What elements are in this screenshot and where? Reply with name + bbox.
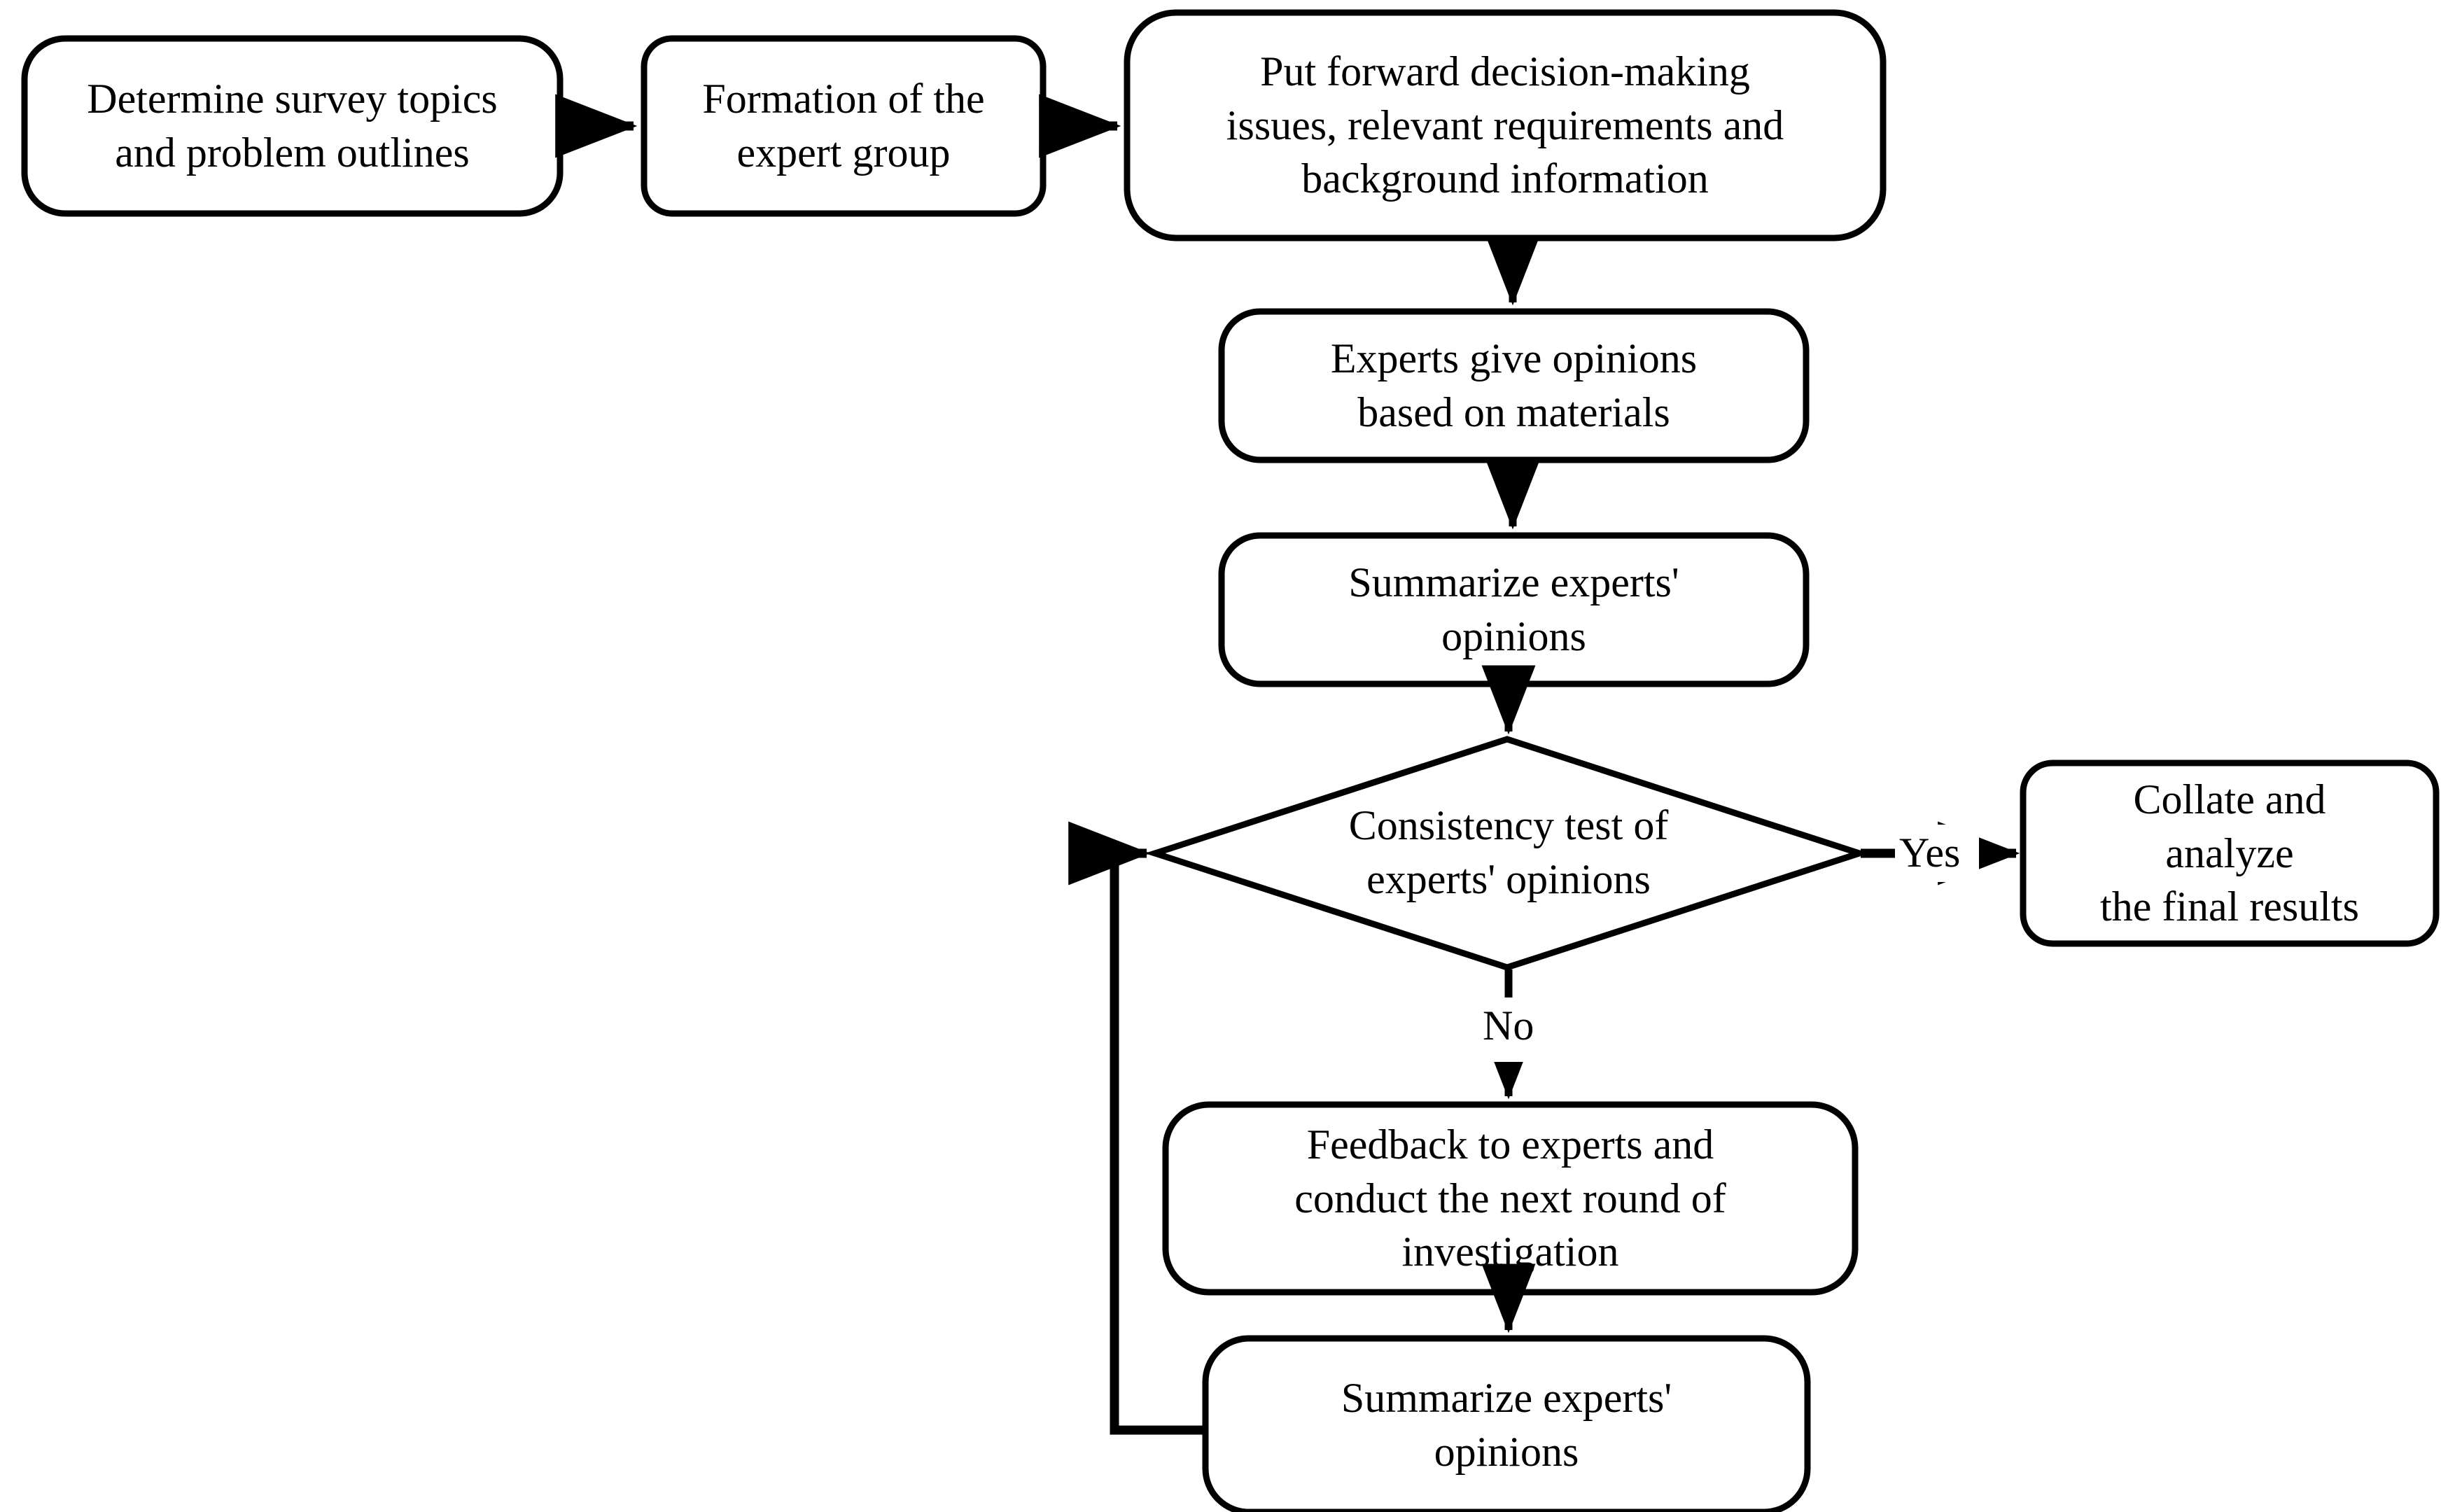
- node-shape-summarize-opinions-second[interactable]: [1202, 1335, 1811, 1512]
- edge-label-yes: Yes: [1899, 830, 1961, 876]
- edge-no-label-gap-mask: [1477, 997, 1561, 1062]
- node-shape-feedback-to-experts[interactable]: [1162, 1101, 1859, 1296]
- node-shape-summarize-opinions-first[interactable]: [1218, 532, 1810, 687]
- edge-label-no: No: [1483, 1002, 1534, 1049]
- node-shape-determine-survey-topics[interactable]: [21, 35, 564, 217]
- node-shape-put-forward-issues[interactable]: [1124, 9, 1887, 241]
- node-shape-consistency-test[interactable]: [1145, 736, 1870, 971]
- edge-yes-label-gap-mask: [1895, 825, 1979, 882]
- edge-loop-summarize-second-to-consistency-test: [1068, 821, 1205, 1435]
- node-shape-formation-of-expert-group[interactable]: [641, 35, 1047, 217]
- node-shape-experts-give-opinions[interactable]: [1218, 308, 1810, 463]
- node-shape-collate-and-analyze[interactable]: [2020, 760, 2440, 947]
